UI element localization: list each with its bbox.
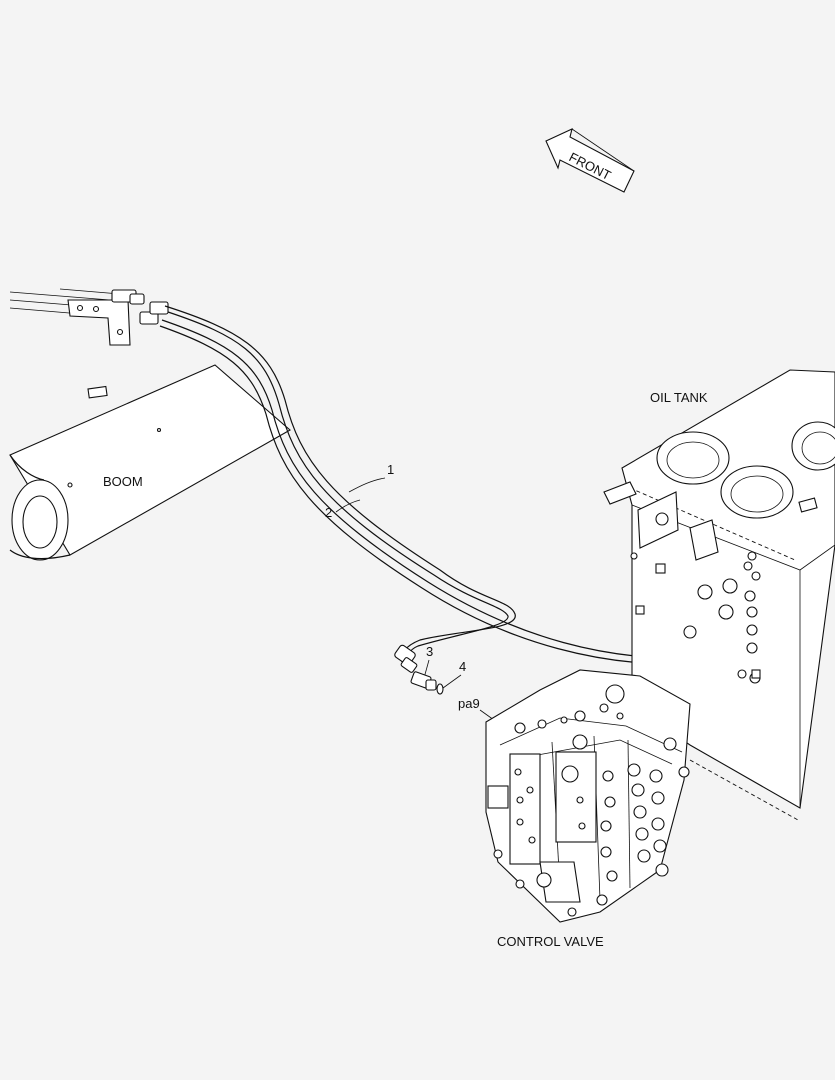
callout-4-left: 4 [459,659,466,674]
oil-tank-label: OIL TANK [650,390,708,405]
hose-lines [159,305,716,667]
callout-1: 1 [387,462,394,477]
callout-3-left: 3 [426,644,433,659]
callout-2: 2 [325,505,332,520]
control-valve-label: CONTROL VALVE [497,934,604,949]
boom-label: BOOM [103,474,143,489]
port-label-pa9: pa9 [458,696,480,711]
boom-assembly: BOOM [9,288,291,561]
control-valve: CONTROL VALVE [485,669,691,949]
front-arrow: FRONT [545,128,635,193]
